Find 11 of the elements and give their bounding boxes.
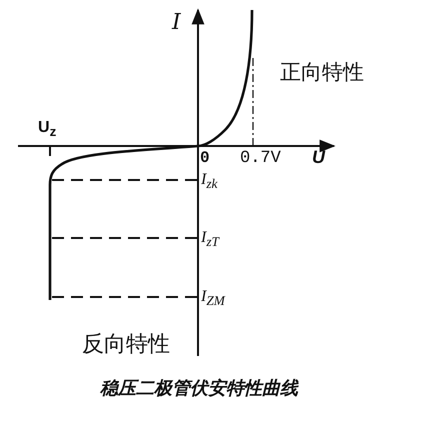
tick-label: 0.7V (240, 150, 281, 167)
current-label: I$_{ZM}$ (201, 289, 225, 308)
tick-label: 0 (200, 150, 210, 166)
region-label: 反向特性 (82, 334, 170, 356)
region-label: 正向特性 (280, 62, 364, 83)
axis-label: U (312, 148, 325, 166)
caption: 稳压二极管伏安特性曲线 (100, 380, 298, 398)
axis-label: I (172, 12, 181, 34)
current-label: I$_{zT}$ (201, 230, 219, 249)
tick-label: U$_{z}$ (38, 120, 56, 139)
current-label: I$_{zk}$ (201, 172, 218, 191)
